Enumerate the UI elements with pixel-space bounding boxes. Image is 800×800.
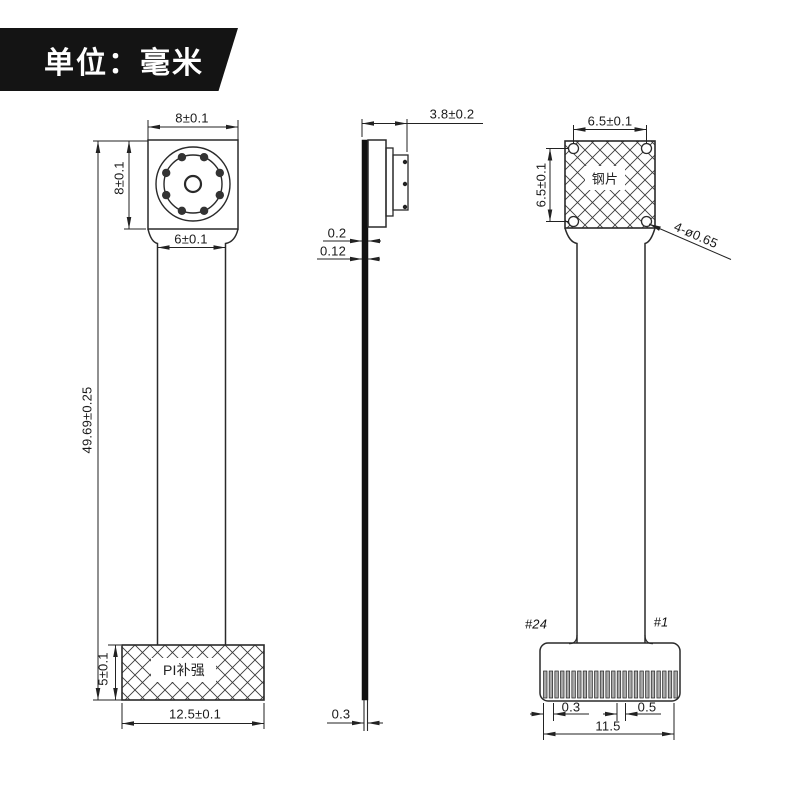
dim-hole-spacing-v: 6.5±0.1 bbox=[533, 162, 549, 208]
dim-total-thickness: 3.8±0.2 bbox=[429, 106, 475, 122]
lens-barrel-step bbox=[385, 147, 394, 217]
pi-stiffener-label: PI补强 bbox=[162, 662, 206, 678]
lens-aperture bbox=[183, 174, 203, 194]
unit-banner-shape bbox=[0, 28, 238, 91]
dim-thickness-upper: 0.2 bbox=[327, 225, 347, 241]
lens-notch-dots bbox=[162, 153, 224, 215]
dim-tail-thickness: 0.3 bbox=[331, 706, 351, 722]
dim-module-width: 8±0.1 bbox=[175, 110, 209, 126]
dim-stiffener-width: 12.5±0.1 bbox=[168, 706, 222, 722]
dim-stiffener-height: 5±0.1 bbox=[95, 652, 111, 686]
dim-finger-pitch: 0.5 bbox=[637, 699, 657, 715]
fpc-strip-right-edge-back bbox=[644, 227, 656, 643]
module-body-side bbox=[367, 139, 387, 228]
dim-total-length: 49.69±0.25 bbox=[79, 386, 95, 454]
dim-module-height: 8±0.1 bbox=[111, 161, 127, 195]
dim-thickness-lower: 0.12 bbox=[319, 243, 347, 259]
fpc-strip-right-edge bbox=[224, 228, 239, 645]
front-view-geometry bbox=[121, 139, 265, 701]
dimension-lines bbox=[93, 119, 732, 740]
gold-fingers bbox=[543, 670, 678, 699]
fpc-strip-left-edge-back bbox=[564, 227, 578, 643]
connector-neck-fillet-left bbox=[568, 634, 578, 645]
lens-inner-ring bbox=[163, 154, 223, 214]
barrel-marker-dots bbox=[402, 159, 408, 210]
holes-leader-line bbox=[648, 223, 732, 260]
pin-1-label: #1 bbox=[653, 614, 669, 630]
fpc-strip-left-edge bbox=[147, 228, 159, 645]
lens-outer-ring bbox=[155, 146, 231, 222]
connector-neck-fillet-right bbox=[644, 634, 654, 645]
dim-connector-width: 11.5 bbox=[595, 718, 621, 734]
pi-label-background bbox=[151, 658, 216, 682]
steel-label-background bbox=[585, 166, 625, 190]
lens-barrel-front bbox=[392, 154, 409, 211]
module-body-front bbox=[147, 139, 239, 230]
dim-finger-width: 0.3 bbox=[561, 699, 581, 715]
steel-sheet-label: 钢片 bbox=[591, 171, 619, 187]
back-view-geometry bbox=[539, 140, 681, 702]
fpc-edge-profile bbox=[361, 139, 369, 701]
pin-24-label: #24 bbox=[524, 616, 548, 632]
dim-neck-width: 6±0.1 bbox=[174, 231, 208, 247]
side-view-geometry bbox=[361, 139, 409, 731]
dim-hole-spacing-h: 6.5±0.1 bbox=[587, 113, 633, 129]
unit-banner-label: 单位：毫米 bbox=[44, 47, 204, 80]
